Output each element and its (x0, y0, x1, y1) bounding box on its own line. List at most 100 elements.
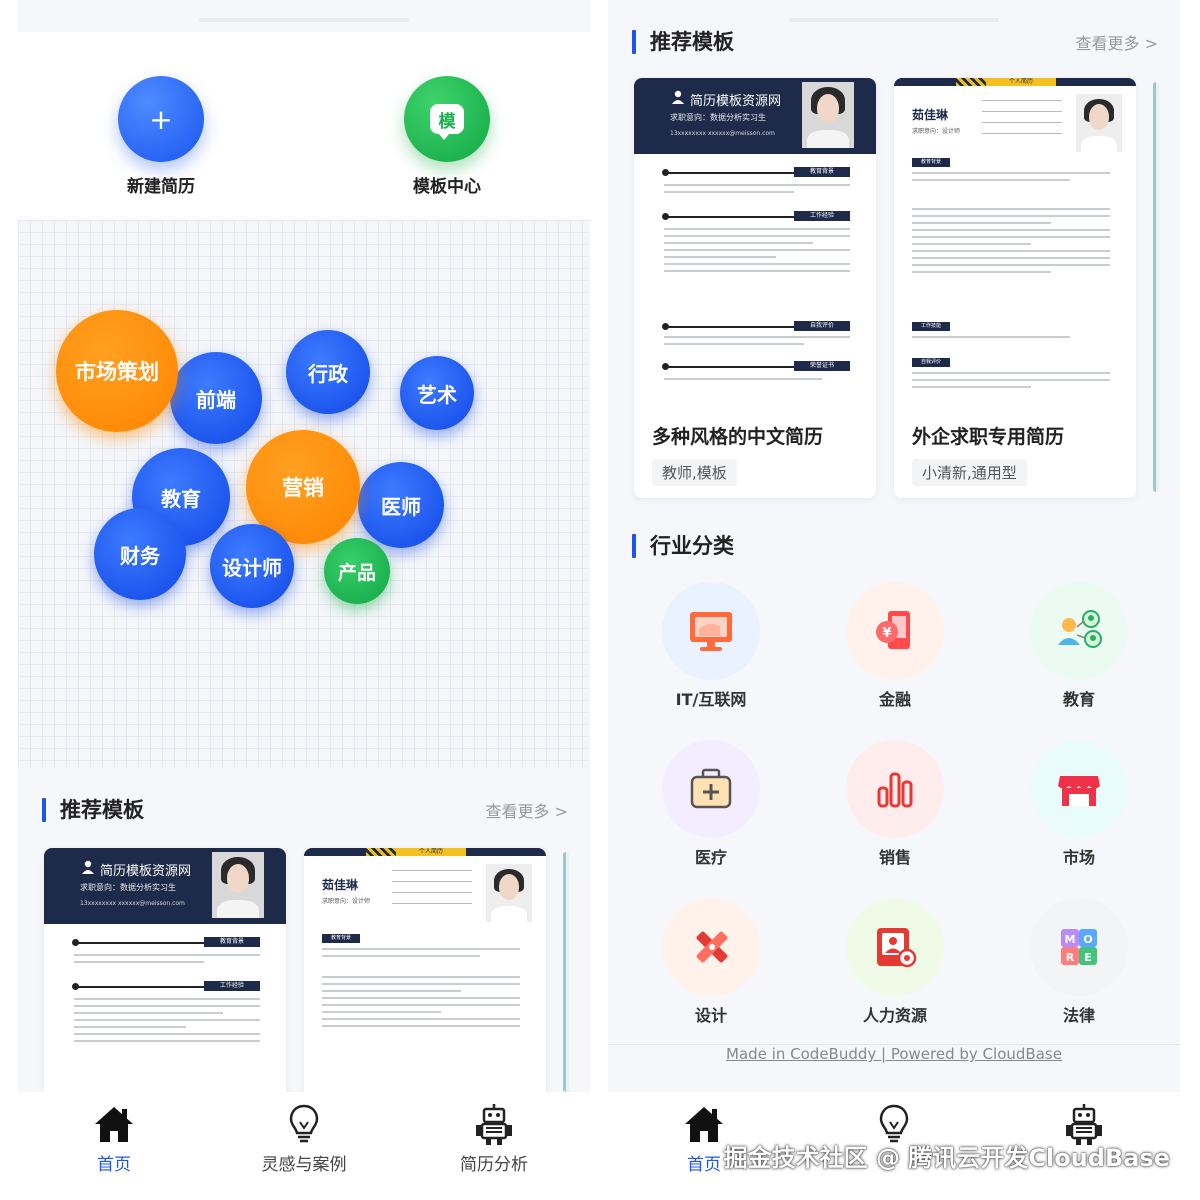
bottom-tab-bar: 首页 灵感与案例 简历分析 (18, 1092, 590, 1200)
medical-kit-icon (662, 740, 760, 838)
top-grabber (199, 18, 409, 22)
industry-hr[interactable]: 人力资源 (820, 898, 970, 1026)
home-icon (95, 1107, 133, 1142)
bubble-finance[interactable]: 财务 (94, 508, 186, 600)
tab-inspiration[interactable] (824, 1102, 964, 1146)
resume-photo (486, 864, 532, 922)
robot-icon (1066, 1104, 1102, 1145)
bubble-product[interactable]: 产品 (324, 538, 390, 604)
bubble-doctor[interactable]: 医师 (358, 462, 444, 548)
tab-inspiration-label: 灵感与案例 (261, 1155, 347, 1175)
resume-section-tag: 工作技能 (912, 322, 950, 331)
industry-label: 设计 (694, 1006, 727, 1025)
resume-preview-dark: 简历模板资源网 求职意向：数据分析实习生 13xxxxxxxx xxxxxx@m… (44, 848, 286, 1178)
bubble-designer[interactable]: 设计师 (210, 524, 294, 608)
resume-photo (212, 852, 264, 918)
template-card[interactable]: 个人简历 茹佳琳 求职意向：设计师 教育背景 工作技能 自我评价 外企求职专用简… (894, 78, 1136, 498)
svg-text:¥: ¥ (882, 626, 891, 641)
recommend-section-header: 推荐模板 查看更多 > (608, 22, 1180, 62)
template-tags: 小清新,通用型 (912, 459, 1027, 486)
resume-photo (802, 82, 854, 148)
next-card-peek (1153, 82, 1159, 492)
person-icon (672, 90, 684, 104)
recommend-title: 推荐模板 (650, 30, 734, 54)
resume-intent: 求职意向：设计师 (322, 898, 371, 905)
industry-design[interactable]: 设计 (636, 898, 786, 1026)
industry-education[interactable]: 教育 (1004, 582, 1154, 710)
resume-ribbon: 个人简历 (986, 78, 1056, 86)
view-more-link[interactable]: 查看更多 > (485, 802, 569, 821)
industry-label: 人力资源 (862, 1006, 927, 1025)
bottom-tab-bar: 首页 (608, 1092, 1180, 1200)
resume-section-tag: 教育背景 (912, 158, 950, 167)
template-title: 外企求职专用简历 (912, 426, 1065, 448)
svg-text:R: R (1066, 951, 1075, 964)
plus-icon: + (118, 76, 204, 162)
svg-text:M: M (1065, 933, 1076, 946)
design-tools-icon (662, 898, 760, 996)
resume-section-tag: 教育背景 (322, 934, 360, 943)
tab-home[interactable]: 首页 (44, 1102, 184, 1175)
template-tags: 教师,模板 (652, 459, 737, 486)
section-accent-bar (42, 798, 46, 822)
tab-resume-analysis[interactable]: 简历分析 (424, 1102, 564, 1175)
resume-contact: 13xxxxxxxx xxxxxx@meisson.com (670, 130, 775, 137)
tab-home-label: 首页 (687, 1155, 721, 1175)
industry-finance[interactable]: ¥ 金融 (820, 582, 970, 710)
view-more-link[interactable]: 查看更多 > (1075, 34, 1159, 53)
resume-contact: 13xxxxxxxx xxxxxx@meisson.com (80, 900, 185, 907)
watermark-text: 掘金技术社区 @ 腾讯云开发CloudBase (723, 1144, 1170, 1172)
resume-site-name: 简历模板资源网 (690, 94, 782, 109)
resume-intent: 求职意向：数据分析实习生 (670, 113, 766, 122)
industry-medical[interactable]: 医疗 (636, 740, 786, 868)
tab-resume-analysis[interactable] (1014, 1102, 1154, 1146)
template-center-button[interactable]: 模 模板中心 (372, 76, 522, 197)
resume-section-tag: 工作经验 (204, 981, 260, 991)
resume-section-tag: 自我评价 (794, 321, 850, 331)
industry-label: 市场 (1062, 848, 1095, 867)
tab-inspiration[interactable]: 灵感与案例 (234, 1102, 374, 1175)
bubble-art[interactable]: 艺术 (400, 356, 474, 430)
top-grabber (789, 18, 999, 22)
resume-site-name: 简历模板资源网 (100, 864, 192, 879)
home-icon (685, 1107, 723, 1142)
job-category-bubbles: 市场策划 前端 行政 艺术 教育 营销 医师 财务 设计师 产品 (18, 220, 590, 768)
bubble-admin[interactable]: 行政 (286, 330, 370, 414)
resume-name: 茹佳琳 (912, 108, 949, 122)
template-card[interactable]: 简历模板资源网 求职意向：数据分析实习生 13xxxxxxxx xxxxxx@m… (634, 78, 876, 498)
person-icon (82, 860, 94, 874)
industry-sales[interactable]: 销售 (820, 740, 970, 868)
resume-section-tag: 教育背景 (794, 167, 850, 177)
resume-section-tag: 自我评价 (912, 358, 950, 367)
robot-icon (476, 1104, 512, 1145)
section-accent-bar (632, 30, 636, 54)
industry-market[interactable]: 市场 (1004, 740, 1154, 868)
template-title: 多种风格的中文简历 (652, 426, 824, 448)
lightbulb-icon (289, 1104, 319, 1143)
recommend-section-header: 推荐模板 查看更多 > (18, 790, 590, 830)
bubble-frontend[interactable]: 前端 (170, 352, 262, 444)
tab-resume-analysis-label: 简历分析 (460, 1155, 528, 1175)
bubble-marketing-planning[interactable]: 市场策划 (56, 310, 178, 432)
resume-preview-light: 个人简历 茹佳琳 求职意向：设计师 教育背景 工作技能 自我评价 (894, 78, 1136, 408)
monitor-icon (662, 582, 760, 680)
footer-credit-link[interactable]: Made in CodeBuddy | Powered by CloudBase (608, 1044, 1180, 1063)
next-card-peek (563, 852, 569, 1092)
industry-label: 教育 (1062, 690, 1095, 709)
bar-chart-icon (846, 740, 944, 838)
right-phone-screen: 推荐模板 查看更多 > 简历模板资源网 求职意向：数据分析实习生 13xxxxx… (608, 0, 1180, 1200)
resume-photo (1076, 94, 1122, 152)
hr-icon (846, 898, 944, 996)
industry-section-header: 行业分类 (608, 526, 1180, 566)
new-resume-label: 新建简历 (127, 177, 195, 197)
recommend-title: 推荐模板 (60, 798, 144, 822)
bubble-sales-marketing[interactable]: 营销 (246, 430, 360, 544)
quick-actions: + 新建简历 模 模板中心 (18, 32, 590, 220)
industry-it[interactable]: IT/互联网 (636, 582, 786, 710)
education-icon (1030, 582, 1128, 680)
finance-icon: ¥ (846, 582, 944, 680)
new-resume-button[interactable]: + 新建简历 (86, 76, 236, 197)
tab-home[interactable]: 首页 (634, 1102, 774, 1175)
